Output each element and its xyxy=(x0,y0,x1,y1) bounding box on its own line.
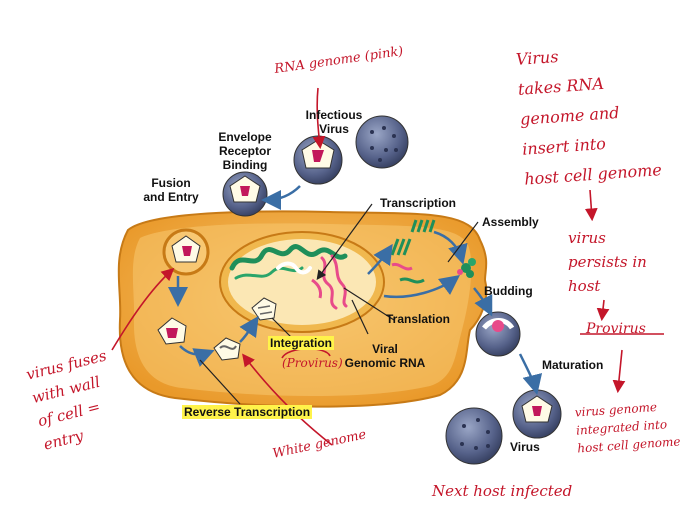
label-transcription: Transcription xyxy=(380,196,457,210)
handwritten-annotation-lines xyxy=(111,87,664,446)
label-integration-text: Integration xyxy=(268,336,334,350)
label-infectious-virus: Infectious Virus xyxy=(305,108,363,136)
label-virus: Virus xyxy=(510,440,540,454)
label-reverse-transcription-text: Reverse Transcription xyxy=(182,405,313,419)
host-dna-strand-2 xyxy=(234,266,304,280)
viral-rna-in-nucleus xyxy=(320,256,338,310)
capsid-entering-nucleus xyxy=(251,297,277,321)
label-envelope-receptor-binding: Envelope Receptor Binding xyxy=(218,130,272,172)
host-dna-strand xyxy=(229,244,348,271)
label-translation: Translation xyxy=(386,312,451,326)
reverse-transcription-complex xyxy=(213,337,241,361)
uncoated-capsid xyxy=(157,317,187,345)
note-virus-takes-rna: Virus takes RNA genome and insert into h… xyxy=(515,47,663,189)
viral-rna-in-nucleus-2 xyxy=(330,254,348,308)
note-provirus: Provirus xyxy=(586,321,646,337)
note-virus-genome-integrated: virus genome integrated into host cell g… xyxy=(574,399,681,456)
flow-arrows xyxy=(168,185,543,395)
label-assembly: Assembly xyxy=(482,215,539,229)
note-virus-persists: virus persists in host xyxy=(568,229,647,295)
label-maturation: Maturation xyxy=(542,358,604,372)
released-virion xyxy=(445,407,503,465)
label-viral-genomic-rna: Viral Genomic RNA xyxy=(344,342,426,370)
binding-virus xyxy=(222,171,268,217)
rna-export xyxy=(311,278,322,299)
mature-virion xyxy=(512,389,562,439)
note-provirus-inline: (Provirus) xyxy=(282,356,343,370)
label-fusion-and-entry: Fusion and Entry xyxy=(143,176,199,204)
translated-proteins xyxy=(390,219,436,284)
label-budding: Budding xyxy=(484,284,533,298)
budding-virion xyxy=(475,311,521,357)
infectious-virus-with-capsid xyxy=(293,135,343,185)
label-reverse-transcription: Reverse Transcription xyxy=(182,405,313,419)
label-integration: Integration xyxy=(268,336,334,350)
free-virion xyxy=(355,115,409,169)
note-next-host-infected: Next host infected xyxy=(432,482,573,500)
integrated-provirus-dna xyxy=(276,261,312,275)
assembly-cluster xyxy=(457,258,476,278)
fusion-virus xyxy=(162,228,210,276)
